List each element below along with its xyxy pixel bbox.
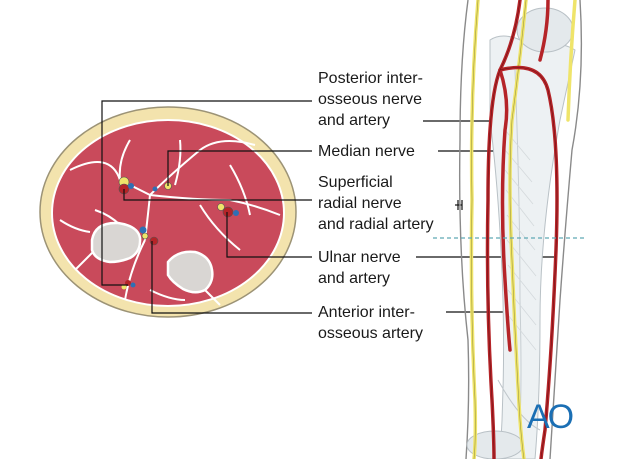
label-median-nerve: Median nerve	[318, 141, 415, 162]
posterior-interosseous-bundle	[118, 176, 134, 195]
label-posterior-interosseous: Posterior inter- osseous nerve and arter…	[318, 68, 423, 131]
label-anterior-interosseous: Anterior inter- osseous artery	[318, 302, 423, 344]
ulna-bone	[166, 250, 214, 294]
leader-superficial	[123, 189, 312, 201]
label-ulnar-nerve-artery: Ulnar nerve and artery	[318, 247, 401, 289]
leader-lines	[101, 100, 555, 314]
radius-bone	[90, 221, 142, 264]
label-superficial-radial: Superficial radial nerve and radial arte…	[318, 172, 434, 235]
radial-bundle	[217, 203, 239, 218]
forearm-cross-section	[39, 106, 297, 318]
leader-posterior	[101, 100, 312, 286]
ao-logo: AO	[527, 398, 574, 436]
ulnar-bundle	[139, 226, 159, 246]
leader-median	[167, 150, 312, 186]
leader-anterior	[151, 241, 312, 314]
leader-ulnar	[226, 212, 312, 258]
forearm-longitudinal	[458, 0, 583, 459]
